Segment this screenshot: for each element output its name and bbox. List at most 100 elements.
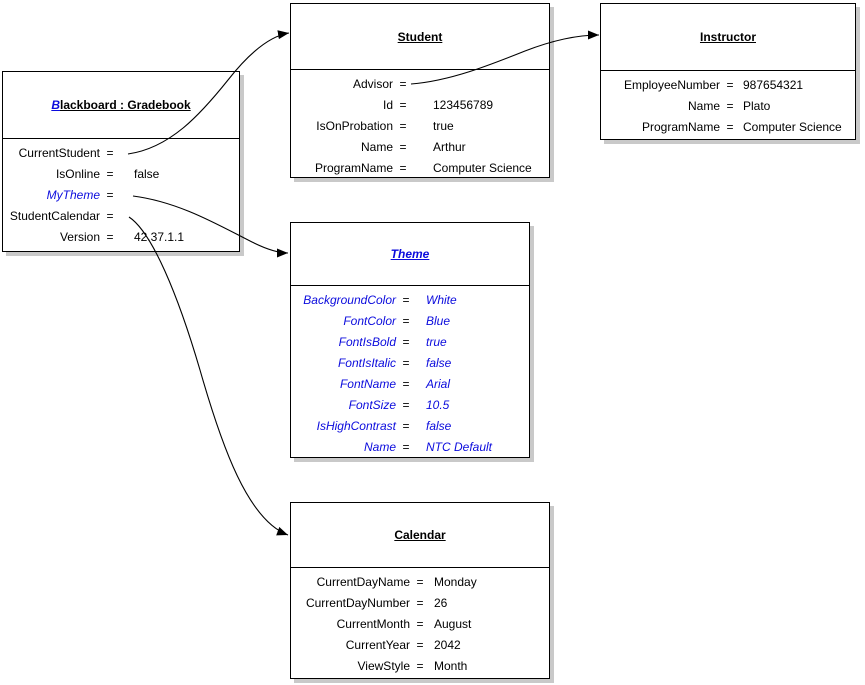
equals-sign: = xyxy=(402,419,410,433)
equals-sign: = xyxy=(399,119,407,133)
property-name: Id xyxy=(382,98,393,112)
property-name: IsOnline xyxy=(55,167,100,181)
property-name: CurrentMonth xyxy=(336,617,410,631)
property-value: Month xyxy=(434,659,468,673)
equals-sign: = xyxy=(106,188,114,202)
property-row-id[interactable]: Id=123456789 xyxy=(291,95,549,116)
property-row-name[interactable]: Name=Plato xyxy=(601,96,855,117)
property-name: Advisor xyxy=(352,77,393,91)
property-row-fontisitalic[interactable]: FontIsItalic=false xyxy=(291,353,529,374)
equals-sign: = xyxy=(402,440,410,454)
connector-student-advisor-to-instructor[interactable] xyxy=(410,30,600,85)
property-value: Monday xyxy=(434,575,477,589)
property-value: false xyxy=(426,419,452,433)
property-row-currentmonth[interactable]: CurrentMonth=August xyxy=(291,614,549,635)
property-row-mytheme[interactable]: MyTheme = xyxy=(3,185,239,206)
property-row-backgroundcolor[interactable]: BackgroundColor=White xyxy=(291,290,529,311)
property-value: White xyxy=(426,293,457,307)
property-row-currentdaynumber[interactable]: CurrentDayNumber=26 xyxy=(291,593,549,614)
property-row-viewstyle[interactable]: ViewStyle=Month xyxy=(291,656,549,677)
property-row-name[interactable]: Name=Arthur xyxy=(291,137,549,158)
object-title-instructor: Instructor xyxy=(601,4,855,71)
property-value: true xyxy=(433,119,454,133)
equals-sign: = xyxy=(726,120,734,134)
property-row-fontname[interactable]: FontName = Arial xyxy=(291,374,529,395)
property-row-fontisbold[interactable]: FontIsBold=true xyxy=(291,332,529,353)
property-value: Arial xyxy=(426,377,451,391)
object-title-student: Student xyxy=(291,4,549,70)
property-value: 42.37.1.1 xyxy=(134,230,185,244)
property-row-programname[interactable]: ProgramName=Computer Science xyxy=(291,158,549,179)
property-value xyxy=(120,143,239,164)
property-name: MyTheme xyxy=(46,188,100,202)
equals-sign: = xyxy=(726,99,734,113)
property-name: IsHighContrast xyxy=(316,419,396,433)
property-value: 10.5 xyxy=(426,398,450,412)
object-title-segment: Calendar xyxy=(394,528,446,542)
object-title-segment: lackboard : Gradebook xyxy=(59,98,191,112)
property-name: EmployeeNumber xyxy=(623,78,720,92)
equals-sign: = xyxy=(402,356,410,370)
connector-blackboard-studentcalendar-to-calendar[interactable] xyxy=(128,216,289,536)
property-value: Blue xyxy=(426,314,451,328)
property-row-fontsize[interactable]: FontSize=10.5 xyxy=(291,395,529,416)
property-row-studentcalendar[interactable]: StudentCalendar = xyxy=(3,206,239,227)
property-row-employeenumber[interactable]: EmployeeNumber=987654321 xyxy=(601,75,855,96)
property-name: ProgramName xyxy=(314,161,393,175)
property-row-isonline[interactable]: IsOnline = false xyxy=(3,164,239,185)
property-row-currentdayname[interactable]: CurrentDayName = Monday xyxy=(291,572,549,593)
property-row-programname[interactable]: ProgramName=Computer Science xyxy=(601,117,855,138)
property-row-advisor[interactable]: Advisor = xyxy=(291,74,549,95)
connector-blackboard-currentstudent-to-student[interactable] xyxy=(127,30,290,155)
property-name: Version xyxy=(59,230,100,244)
connector-blackboard-mytheme-to-theme[interactable] xyxy=(132,195,289,258)
property-name: Name xyxy=(363,440,396,454)
property-value: 26 xyxy=(434,596,448,610)
equals-sign: = xyxy=(416,575,424,589)
property-value: false xyxy=(426,356,452,370)
property-value: Arthur xyxy=(433,140,466,154)
property-name: CurrentStudent xyxy=(18,146,100,160)
property-row-isonprobation[interactable]: IsOnProbation=true xyxy=(291,116,549,137)
property-value: 2042 xyxy=(434,638,461,652)
property-value: 123456789 xyxy=(433,98,494,112)
equals-sign: = xyxy=(402,398,410,412)
object-title-calendar: Calendar xyxy=(291,503,549,568)
object-title-segment: Student xyxy=(397,29,443,44)
property-value: Plato xyxy=(743,99,771,113)
property-name: ProgramName xyxy=(641,120,720,134)
equals-sign: = xyxy=(416,659,424,673)
property-row-fontcolor[interactable]: FontColor=Blue xyxy=(291,311,529,332)
property-row-name[interactable]: Name=NTC Default xyxy=(291,437,529,458)
object-title-segment: Theme xyxy=(390,247,430,261)
equals-sign: = xyxy=(402,377,410,391)
equals-sign: = xyxy=(402,335,410,349)
property-row-currentyear[interactable]: CurrentYear=2042 xyxy=(291,635,549,656)
property-name: CurrentDayName xyxy=(316,575,410,589)
property-value: 987654321 xyxy=(743,78,804,92)
equals-sign: = xyxy=(106,167,114,181)
property-row-currentstudent[interactable]: CurrentStudent= xyxy=(3,143,239,164)
equals-sign: = xyxy=(106,209,114,223)
property-row-ishighcontrast[interactable]: IsHighContrast = false xyxy=(291,416,529,437)
equals-sign: = xyxy=(399,77,407,91)
equals-sign: = xyxy=(402,293,410,307)
property-value xyxy=(413,74,549,95)
property-name: FontName xyxy=(339,377,396,391)
object-title-segment: B xyxy=(51,98,60,112)
equals-sign: = xyxy=(416,638,424,652)
property-value: false xyxy=(134,167,160,181)
property-name: StudentCalendar xyxy=(9,209,100,223)
property-row-version[interactable]: Version=42.37.1.1 xyxy=(3,227,239,248)
